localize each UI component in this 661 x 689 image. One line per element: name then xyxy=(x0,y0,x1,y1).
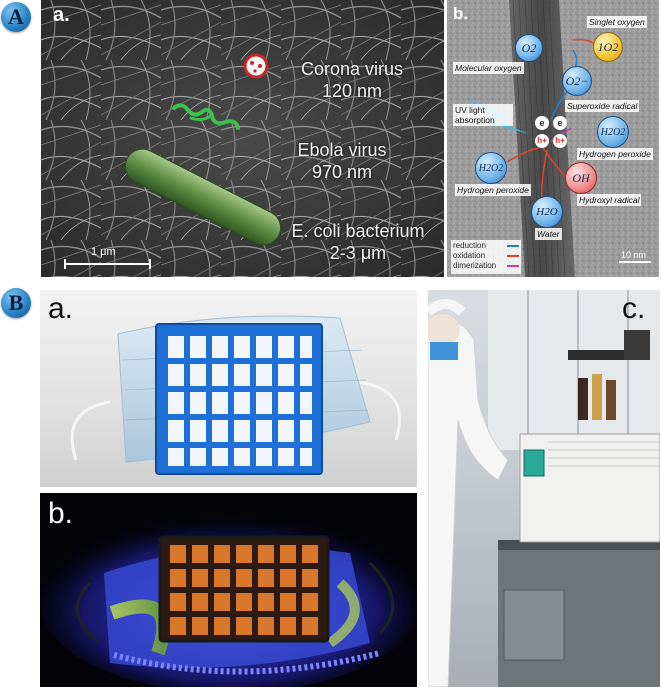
legend-reduction-text: reduction xyxy=(453,241,486,250)
legend-oxidation-swatch xyxy=(507,255,519,257)
reaction-legend: reduction oxidation dimerization xyxy=(451,240,521,274)
legend-oxidation-text: oxidation xyxy=(453,251,486,260)
panel-b-b-label: b. xyxy=(48,497,74,530)
legend-reduction-swatch xyxy=(507,245,519,247)
hydrogen-peroxide-left-label: Hydrogen peroxide xyxy=(455,184,531,196)
superoxide-molecule: O2− xyxy=(562,66,592,96)
corona-virus-size: 120 nm xyxy=(321,81,383,101)
panel-a-a-label: a. xyxy=(53,4,70,26)
mask-photo-panel: a. xyxy=(40,290,417,487)
legend-reduction: reduction xyxy=(453,241,519,251)
ecoli-label: E. coli bacterium 2-3 μm xyxy=(273,220,443,264)
singlet-oxygen-molecule: 1O2 xyxy=(593,32,623,62)
tem-scalebar-label: 10 nm xyxy=(621,250,647,260)
ecoli-size: 2-3 μm xyxy=(329,243,387,263)
sem-scalebar-label: 1 μm xyxy=(91,246,116,258)
molecular-oxygen-label: Molecular oxygen xyxy=(453,62,524,74)
panel-a-b-label: b. xyxy=(453,4,469,23)
uv-absorption-label: UV light absorption xyxy=(453,104,513,126)
legend-dimerization-swatch xyxy=(507,265,519,267)
hydroxyl-radical-molecule: OH xyxy=(565,162,597,194)
sem-image-panel: a. Corona virus 120 nm Ebola virus 970 n… xyxy=(41,0,444,277)
legend-oxidation: oxidation xyxy=(453,251,519,261)
legend-dimerization: dimerization xyxy=(453,261,519,271)
uv-mask-photo-panel: b. xyxy=(40,493,417,687)
hole-1: h+ xyxy=(535,134,549,148)
uv-mask-illustration xyxy=(40,513,417,687)
ebola-virus-name: Ebola virus xyxy=(297,140,387,160)
water-molecule: H2O xyxy=(531,196,563,228)
panel-b-c-label: c. xyxy=(622,292,646,325)
electron-hole-group: e e h+ h+ xyxy=(533,116,573,152)
lab-photo-panel: c. xyxy=(428,290,660,687)
hydrogen-peroxide-left-molecule: H2O2 xyxy=(475,152,507,184)
ebola-virus-label: Ebola virus 970 nm xyxy=(267,139,417,183)
superoxide-radical-label: Superoxide radical xyxy=(565,100,640,112)
corona-virus-name: Corona virus xyxy=(300,59,404,79)
sem-micrograph xyxy=(41,0,444,277)
lab-illustration xyxy=(428,290,660,687)
singlet-oxygen-label: Singlet oxygen xyxy=(587,16,647,28)
water-label: Water xyxy=(535,228,562,240)
electron-1: e xyxy=(535,116,549,130)
section-a-badge: A xyxy=(1,2,31,32)
hydrogen-peroxide-right-molecule: H2O2 xyxy=(597,116,629,148)
legend-dimerization-text: dimerization xyxy=(453,261,497,270)
tem-mechanism-panel: b. O2 1O2 O2− H2O2 H2O2 OH H2O e e h+ h+… xyxy=(447,0,659,277)
hydroxyl-radical-label: Hydroxyl radical xyxy=(577,194,642,206)
section-b-badge: B xyxy=(1,288,31,318)
panel-b-a-label: a. xyxy=(48,292,74,325)
hydrogen-peroxide-right-label: Hydrogen peroxide xyxy=(577,148,653,160)
molecular-oxygen-molecule: O2 xyxy=(515,34,543,62)
corona-virus-label: Corona virus 120 nm xyxy=(277,58,427,102)
ecoli-name: E. coli bacterium xyxy=(291,221,425,241)
mask-illustration xyxy=(70,315,402,475)
ebola-virus-size: 970 nm xyxy=(311,162,373,182)
electron-2: e xyxy=(553,116,567,130)
hole-2: h+ xyxy=(553,134,567,148)
